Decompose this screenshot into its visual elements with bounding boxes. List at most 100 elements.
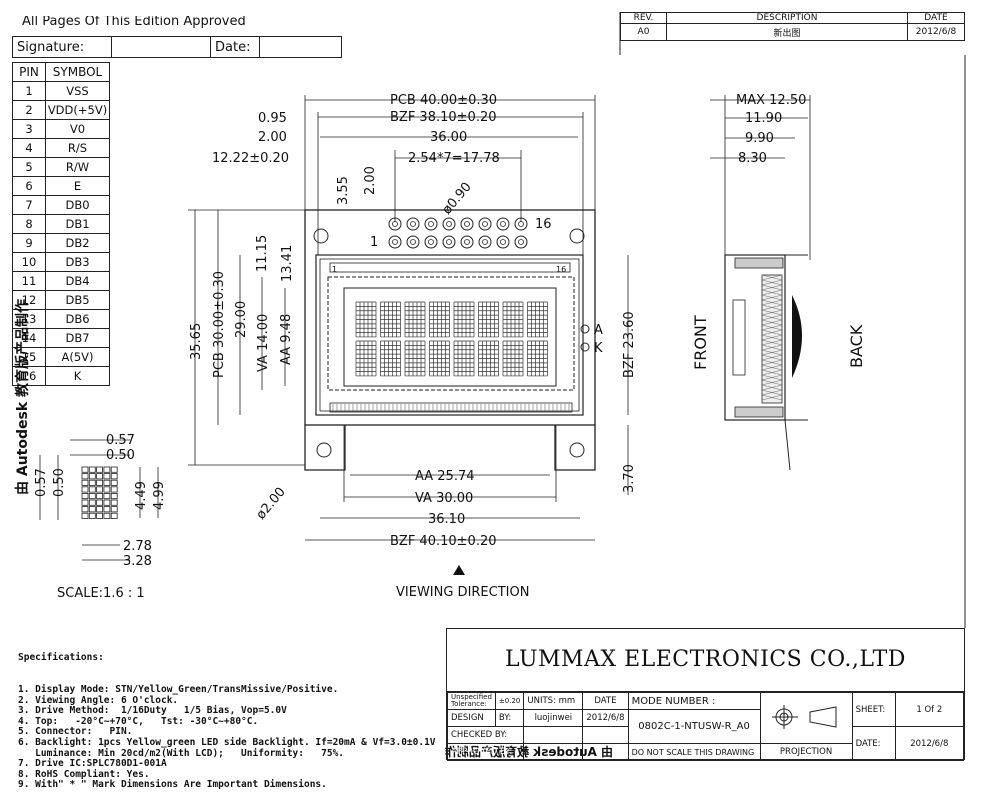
led-k-pad	[580, 342, 590, 352]
hatch-line	[761, 324, 783, 331]
char-cell	[502, 301, 524, 338]
scale-label: SCALE:1.6 : 1	[57, 586, 145, 601]
front-label: FRONT	[691, 315, 710, 370]
checked-date-field	[582, 726, 629, 744]
char-cell	[355, 340, 377, 377]
hatch-line	[761, 294, 783, 301]
pin-pad	[496, 217, 510, 231]
hatch-line	[761, 314, 783, 321]
char-dot	[81, 499, 89, 506]
hatch-line	[761, 359, 783, 366]
char-dot	[110, 492, 118, 500]
led-k-label: K	[594, 341, 603, 356]
date-header: DATE	[582, 692, 629, 710]
char-dot-grid	[81, 466, 118, 519]
dim-bzf-height: BZF 23.60	[622, 311, 637, 378]
char-h3: 4.49	[134, 481, 149, 510]
char-dot	[81, 473, 89, 480]
signature-label: Signature:	[12, 36, 112, 58]
dim-hole-dia: ø2.00	[254, 485, 289, 523]
char-dot	[96, 499, 103, 506]
char-cell	[404, 301, 426, 338]
char-cw1: 2.78	[123, 539, 152, 554]
char-dot	[110, 479, 118, 486]
side-bezel-top	[734, 257, 784, 269]
inner-pin-1: 1	[332, 265, 337, 274]
hatch-line	[761, 319, 783, 326]
pin-pad	[478, 235, 492, 249]
pcb-outline	[304, 209, 596, 426]
hatch-line	[761, 349, 783, 356]
char-dot	[110, 506, 118, 513]
char-dot	[81, 486, 89, 493]
led-a-pad	[580, 324, 590, 334]
hatch-line	[761, 379, 783, 386]
char-cell	[502, 340, 524, 377]
approved-label: APPROVED BY:	[446, 743, 525, 761]
hatch-line	[761, 299, 783, 306]
char-dot	[110, 499, 118, 506]
approved-date-field	[582, 743, 629, 761]
char-cell	[478, 301, 499, 338]
hatch-line	[761, 364, 783, 371]
top-dim-lines	[304, 95, 596, 255]
hatch-line	[761, 374, 783, 381]
hatch-line	[761, 389, 783, 396]
char-cell	[527, 340, 548, 377]
dim-height-3565: 35.65	[189, 323, 204, 360]
dim-va-height: VA 14.00	[256, 314, 271, 372]
mount-hole-tl	[313, 228, 329, 244]
pin-pad	[460, 235, 474, 249]
hatch-line	[761, 304, 783, 311]
pin-pad	[406, 235, 420, 249]
viewing-arrow-icon	[453, 565, 465, 575]
char-cell	[453, 301, 475, 338]
hatch-line	[761, 329, 783, 336]
char-cell	[453, 340, 475, 377]
by-label: BY:	[494, 709, 525, 727]
spec-line: 4. Top: -20°C~+70°C, Tst: -30°C~+80°C.	[18, 715, 259, 727]
checked-label: CHECKED BY:	[446, 726, 525, 744]
pin-pad	[442, 217, 456, 231]
dim-370: 3.70	[622, 464, 637, 493]
spec-line: 9. With" * " Mark Dimensions Are Importa…	[18, 779, 327, 791]
projection-symbol	[759, 692, 853, 744]
drawing-canvas: A K 1 16 PCB 40.00±0.30 0.95 BZF 38.10±0…	[34, 12, 966, 628]
approval-text: All Pages Of This Edition Approved	[22, 16, 246, 29]
char-dot	[103, 492, 111, 500]
led-a-label: A	[594, 323, 603, 338]
side-dim-lines	[710, 95, 811, 260]
side-pin	[784, 419, 791, 471]
pin-hole	[518, 239, 524, 245]
dim-bzf-width: BZF 38.10±0.20	[390, 110, 497, 125]
hatch-line	[761, 339, 783, 346]
side-max: MAX 12.50	[736, 93, 806, 108]
tolerance-value: ±0.20	[494, 692, 525, 710]
char-cell	[429, 340, 450, 377]
date-field	[259, 36, 342, 58]
side-hatch	[761, 274, 783, 401]
char-dot	[110, 466, 118, 473]
pin-hole	[464, 221, 470, 227]
mode-number: 0802C-1-NTUSW-R_A0	[627, 709, 761, 744]
char-dot	[81, 506, 89, 513]
mount-hole-br	[569, 442, 585, 458]
pin-hole	[392, 239, 398, 245]
pin-hole	[464, 239, 470, 245]
char-dot	[103, 512, 111, 519]
pin-number: 14	[12, 328, 46, 348]
pin-pad	[496, 235, 510, 249]
viewing-direction: VIEWING DIRECTION	[396, 585, 529, 600]
design-label: DESIGN	[447, 709, 496, 727]
signature-table: Signature: Date:	[12, 36, 342, 58]
side-glass	[732, 299, 746, 376]
pin-hole	[410, 221, 416, 227]
pin-symbol: DB0	[45, 195, 110, 215]
spec-line: 7. Drive IC:SPLC780D1-001A	[18, 758, 167, 770]
dim-bzf-bottom: BZF 40.10±0.20	[390, 534, 497, 549]
pin-pad	[388, 235, 402, 249]
specs-lines: 1. Display Mode: STN/Yellow_Green/TransM…	[18, 684, 436, 791]
